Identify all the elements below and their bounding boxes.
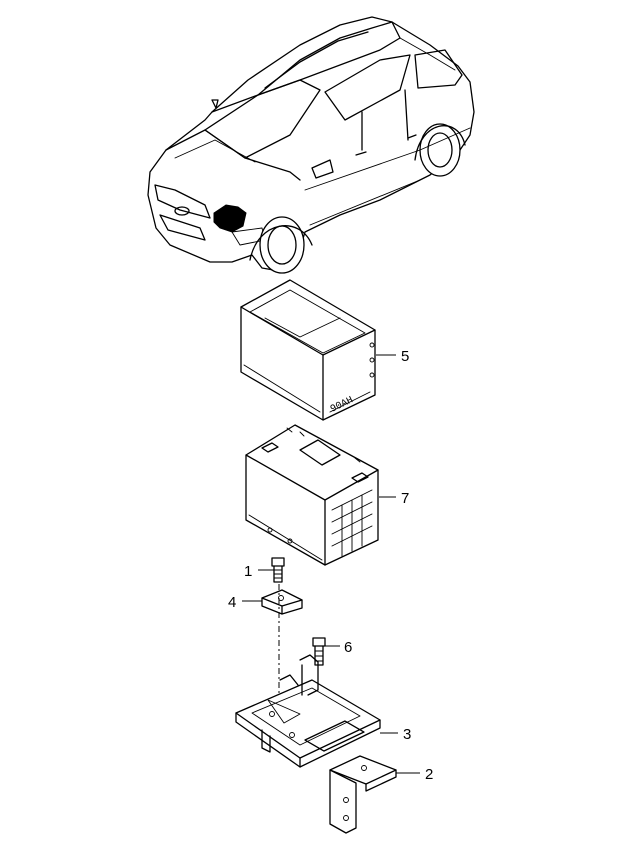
- callout-5: 5: [401, 348, 409, 365]
- battery-vent-pattern: [331, 489, 373, 557]
- battery: [245, 424, 379, 566]
- callout-4: 4: [228, 594, 236, 611]
- battery-case-insulator: 90AH: [240, 279, 376, 421]
- callout-2: 2: [425, 766, 433, 783]
- callout-3: 3: [403, 726, 411, 743]
- bolt-part-1: [271, 557, 285, 583]
- callout-1: 1: [244, 563, 252, 580]
- battery-location-marker: [213, 204, 247, 233]
- bracket-part-2: [329, 755, 397, 834]
- vehicle-illustration: [147, 16, 475, 274]
- clamp-part-4: [261, 589, 303, 615]
- bolt-part-6: [312, 637, 326, 666]
- callout-7: 7: [401, 490, 409, 507]
- battery-tray: [235, 654, 381, 768]
- callout-6: 6: [344, 639, 352, 656]
